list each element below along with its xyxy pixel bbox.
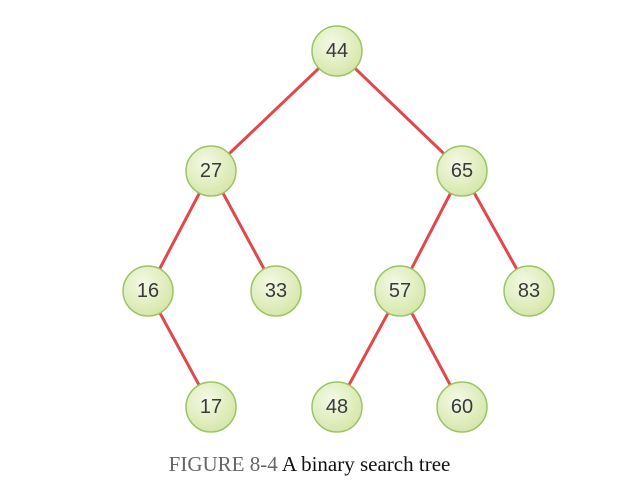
tree-node-16: 16 [122,265,174,317]
tree-node-27: 27 [185,145,237,197]
tree-node-circle [185,145,237,197]
tree-node-83: 83 [503,265,555,317]
tree-node-label: 44 [326,40,348,62]
tree-node-label: 65 [451,160,473,182]
tree-node-circle [185,381,237,433]
edge-44-27 [209,49,339,173]
tree-node-circle [311,381,363,433]
tree-node-label: 16 [137,280,159,302]
tree-node-label: 27 [200,160,222,182]
tree-node-label: 57 [389,280,411,302]
tree-node-17: 17 [185,381,237,433]
figure-caption-text: A binary search tree [281,452,451,476]
tree-node-circle [311,25,363,77]
tree-node-label: 17 [200,396,222,418]
tree-node-circle [374,265,426,317]
tree-node-48: 48 [311,381,363,433]
tree-node-circle [122,265,174,317]
tree-node-44: 44 [311,25,363,77]
tree-node-60: 60 [436,381,488,433]
tree-node-65: 65 [436,145,488,197]
figure-number: FIGURE 8-4 [168,452,278,476]
tree-node-circle [436,381,488,433]
edge-44-65 [335,49,464,173]
binary-search-tree-diagram: 44 27 65 16 33 57 83 17 48 60 [122,25,555,433]
tree-node-label: 33 [265,280,287,302]
edges [146,49,531,409]
tree-node-label: 60 [451,396,473,418]
tree-node-33: 33 [250,265,302,317]
nodes: 44 27 65 16 33 57 83 17 48 60 [122,25,555,433]
tree-node-circle [250,265,302,317]
figure-caption: FIGURE 8-4 A binary search tree [0,452,619,477]
tree-node-label: 83 [518,280,540,302]
tree-node-label: 48 [326,396,348,418]
tree-node-57: 57 [374,265,426,317]
tree-node-circle [436,145,488,197]
tree-node-circle [503,265,555,317]
